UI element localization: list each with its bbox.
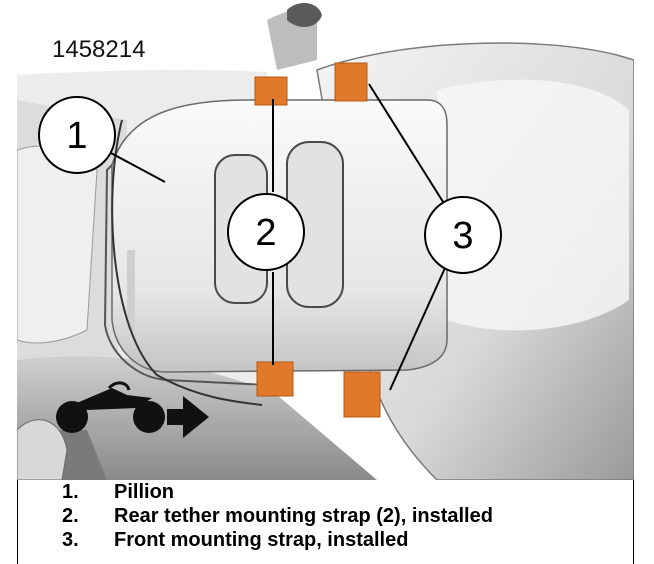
legend-item-3: 3. Front mounting strap, installed xyxy=(62,528,622,552)
callout-1: 1 xyxy=(38,96,116,174)
rear-strap-bottom xyxy=(256,361,294,397)
callout-2: 2 xyxy=(227,193,305,271)
legend-number: 1. xyxy=(62,481,79,503)
leader-1 xyxy=(108,151,166,183)
legend-text: Pillion xyxy=(114,481,174,503)
leader-3-bottom xyxy=(389,267,446,391)
figure-id: 1458214 xyxy=(52,36,146,63)
motorcycle-forward-direction-icon xyxy=(56,381,209,438)
legend-number: 2. xyxy=(62,505,79,527)
callout-2-number: 2 xyxy=(255,212,276,254)
leader-3-top xyxy=(368,83,446,206)
front-strap-bottom xyxy=(343,371,381,418)
legend-item-2: 2. Rear tether mounting strap (2), insta… xyxy=(62,504,622,528)
legend-number: 3. xyxy=(62,529,79,551)
callout-3-number: 3 xyxy=(452,215,473,257)
legend-text: Front mounting strap, installed xyxy=(114,529,409,551)
legend-item-1: 1. Pillion xyxy=(62,480,622,504)
front-strap-top xyxy=(334,62,368,102)
legend-text: Rear tether mounting strap (2), installe… xyxy=(114,505,493,527)
callout-1-number: 1 xyxy=(66,115,87,157)
pillion-illustration: 1 2 3 xyxy=(17,0,634,480)
legend: 1. Pillion 2. Rear tether mounting strap… xyxy=(62,480,622,552)
rear-strap-top xyxy=(254,76,288,106)
callout-3: 3 xyxy=(424,196,502,274)
